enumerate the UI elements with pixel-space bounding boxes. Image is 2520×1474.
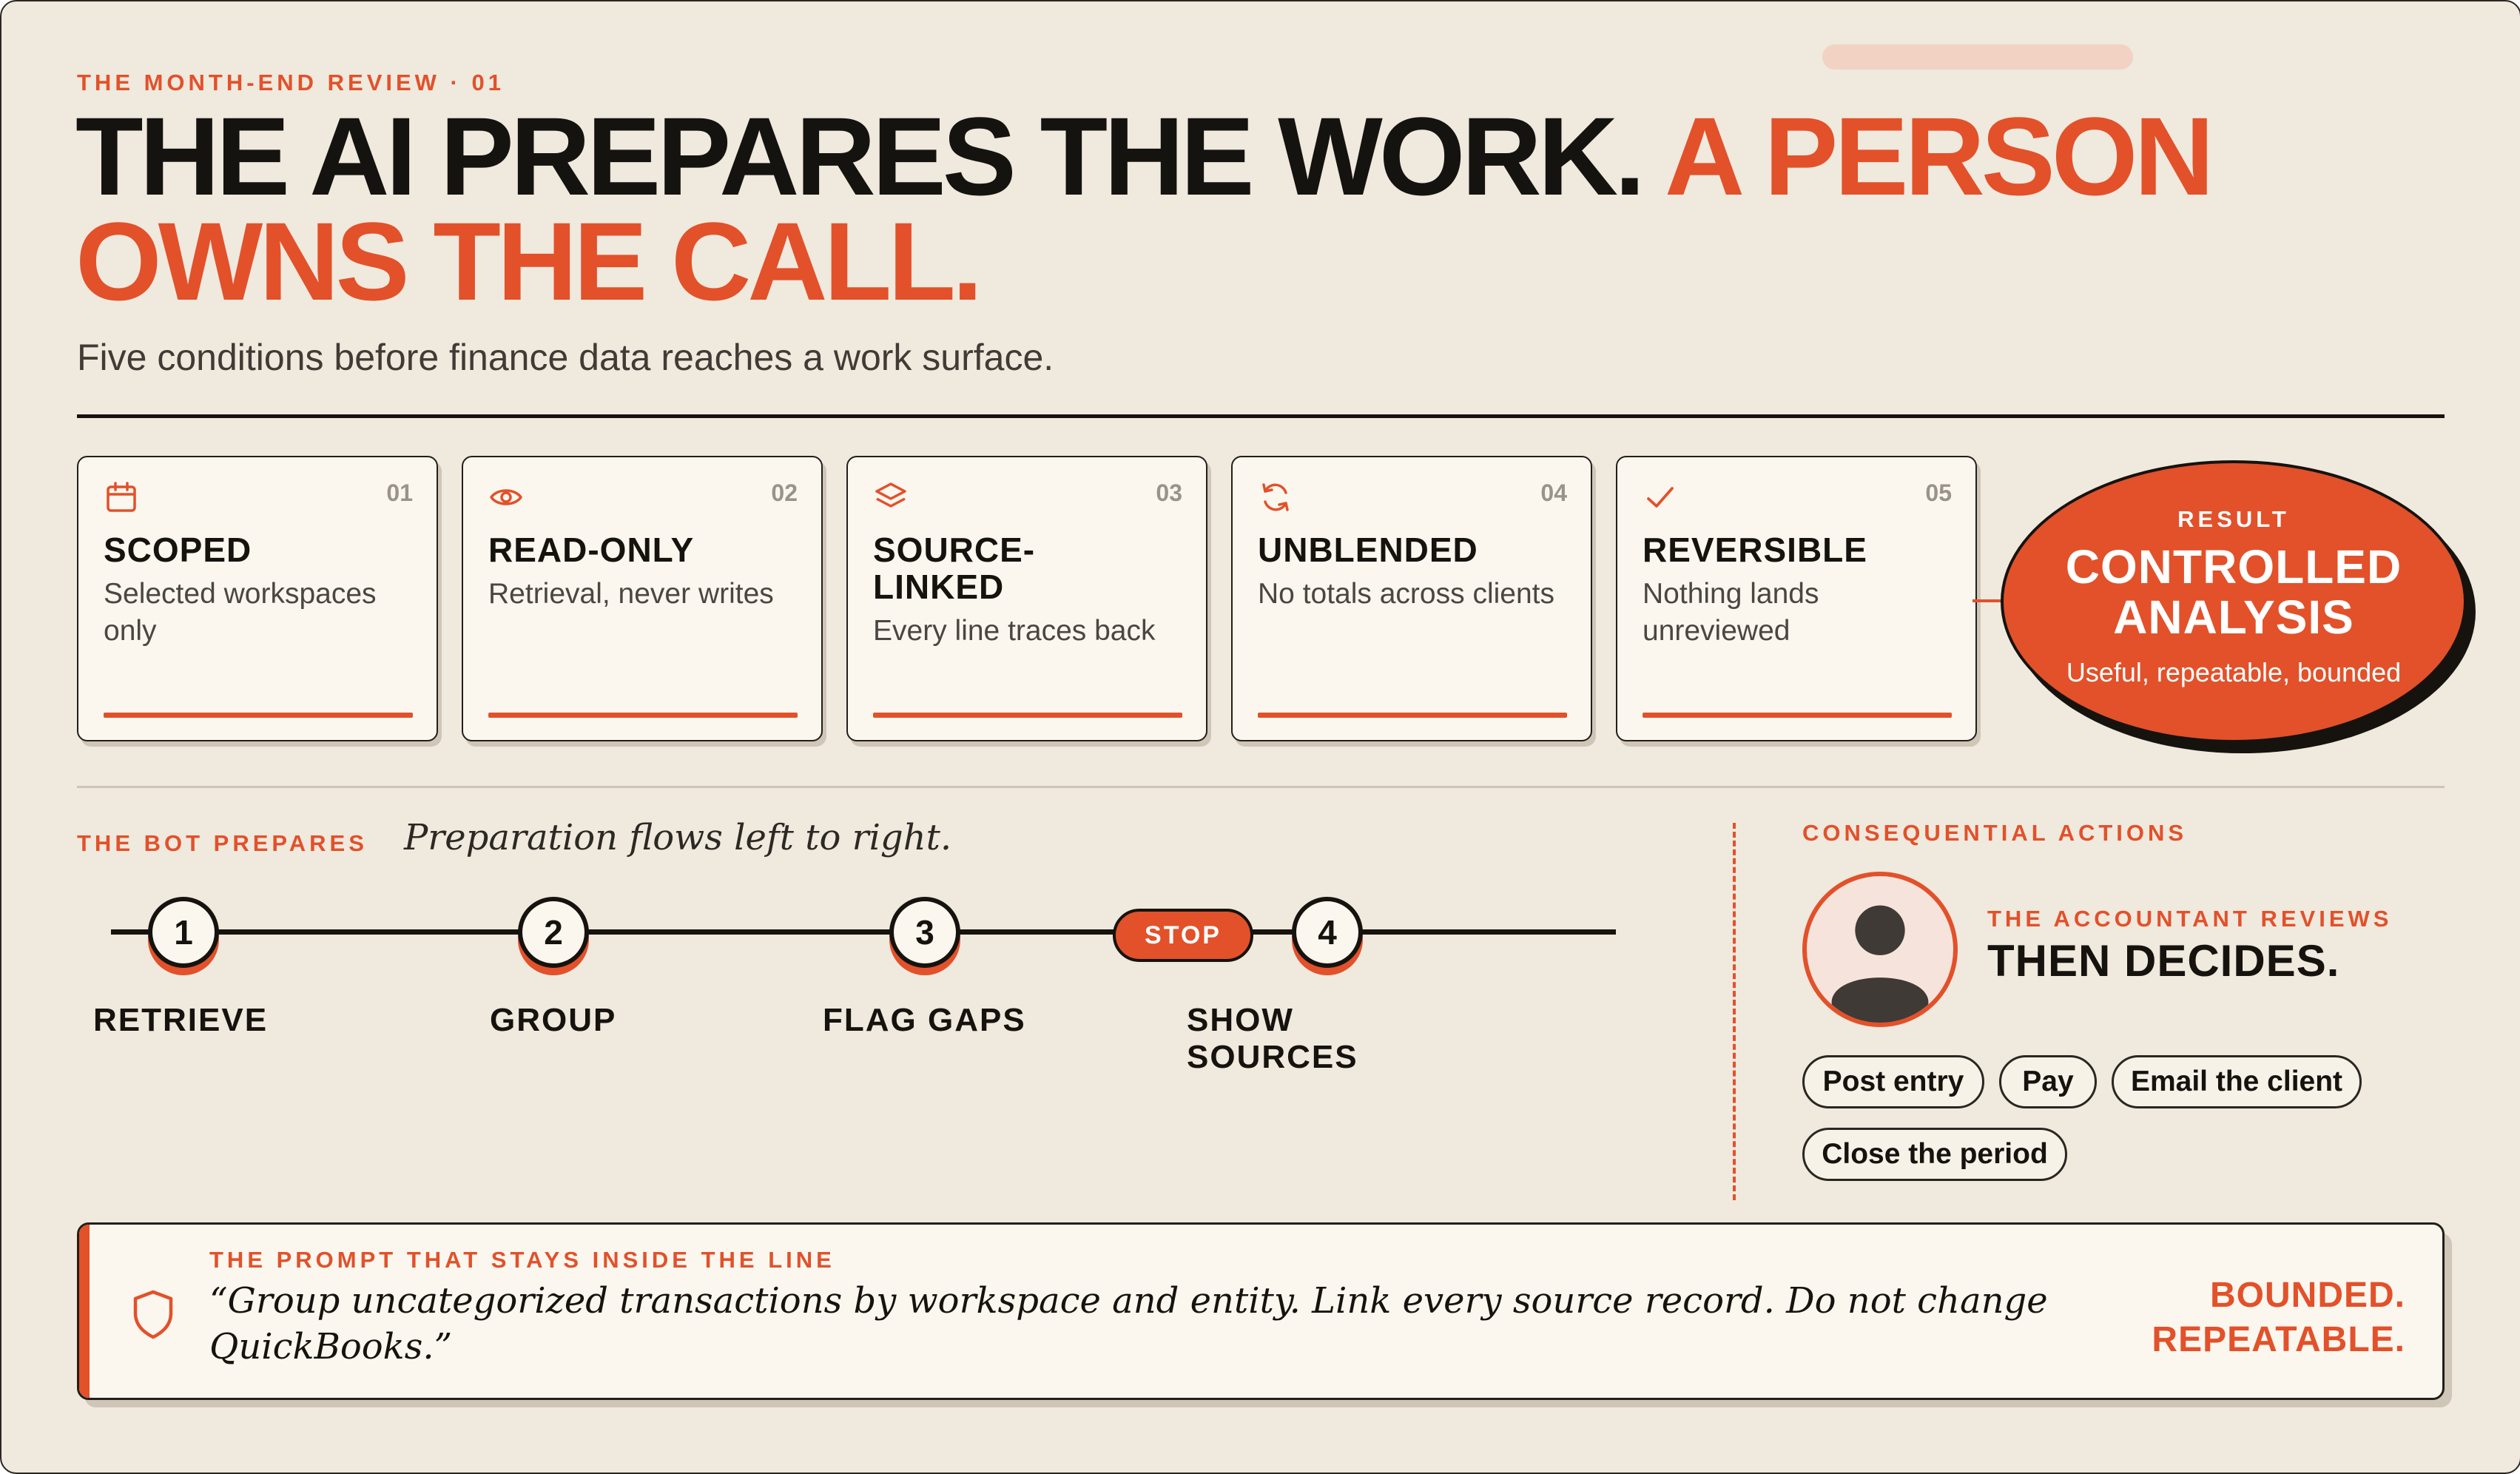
step-marker-4: 4 — [1292, 897, 1363, 968]
title-dark-part: THE AI PREPARES THE WORK. — [75, 94, 1645, 218]
prompt-quote: “Group uncategorized transactions by wor… — [209, 1280, 2048, 1367]
prompt-callout: THE PROMPT THAT STAYS INSIDE THE LINE “G… — [77, 1222, 2445, 1400]
condition-number: 05 — [1925, 479, 1952, 506]
condition-number: 03 — [1156, 479, 1182, 506]
step-label-retrieve: RETRIEVE — [93, 1002, 269, 1038]
flow-eyebrow: THE BOT PREPARES — [77, 830, 368, 856]
condition-card-scoped: 01 SCOPED Selected workspaces only — [77, 456, 438, 741]
step-label-group: GROUP — [490, 1002, 617, 1038]
prompt-accent-bar — [79, 1225, 90, 1398]
condition-description: Every line traces back — [873, 615, 1156, 647]
decorative-pill — [1822, 44, 2133, 70]
flow-heading: Preparation flows left to right. — [404, 817, 952, 858]
condition-number: 02 — [771, 479, 798, 506]
condition-title: REVERSIBLE — [1643, 531, 1867, 569]
result-label: RESULT — [2177, 506, 2290, 532]
result-badge: RESULT CONTROLLED ANALYSIS Useful, repea… — [2001, 460, 2467, 743]
condition-card-source-linked: 03 SOURCE-LINKED Every line traces back — [846, 456, 1207, 741]
condition-description: Retrieval, never writes — [488, 578, 774, 610]
step-label-flag-gaps: FLAG GAPS — [823, 1002, 1026, 1038]
step-marker-3: 3 — [889, 897, 960, 968]
result-subtitle: Useful, repeatable, bounded — [2066, 657, 2402, 687]
layers-icon — [875, 482, 906, 508]
condition-accent-bar — [104, 713, 413, 718]
action-post-entry: Post entry — [1802, 1055, 1984, 1108]
condition-title: SOURCE-LINKED — [873, 531, 1036, 606]
condition-card-reversible: 05 REVERSIBLE Nothing lands unreviewed — [1616, 456, 1977, 741]
condition-number: 01 — [386, 479, 413, 506]
result-title: CONTROLLED ANALYSIS — [2065, 540, 2402, 644]
page-title: THE AI PREPARES THE WORK. A PERSON OWNS … — [75, 101, 2480, 317]
step-label-show-sources: SHOW SOURCES — [1187, 1002, 1358, 1075]
result-connector — [1972, 599, 2002, 602]
condition-title: READ-ONLY — [488, 531, 695, 569]
condition-title: UNBLENDED — [1258, 531, 1478, 569]
action-pay: Pay — [1999, 1055, 2097, 1108]
step-marker-2: 2 — [518, 897, 589, 968]
prompt-tag: BOUNDED. REPEATABLE. — [2152, 1273, 2405, 1362]
refresh-icon — [1262, 483, 1289, 511]
check-icon — [1647, 487, 1674, 508]
prompt-tag-line-2: REPEATABLE. — [2152, 1320, 2405, 1359]
condition-accent-bar — [1258, 713, 1567, 718]
action-close-period: Close the period — [1802, 1128, 2067, 1181]
step-marker-1: 1 — [148, 897, 219, 968]
person-icon — [1831, 905, 1929, 1023]
eye-icon — [490, 489, 522, 505]
title-accent-part: A PERSON OWNS THE CALL. — [75, 94, 2214, 323]
reviewer-label: THE ACCOUNTANT REVIEWS — [1987, 906, 2393, 932]
actions-divider — [1733, 823, 1736, 1200]
actions-eyebrow: CONSEQUENTIAL ACTIONS — [1802, 820, 2188, 846]
prompt-eyebrow: THE PROMPT THAT STAYS INSIDE THE LINE — [209, 1247, 835, 1273]
condition-card-read-only: 02 READ-ONLY Retrieval, never writes — [462, 456, 823, 741]
header-eyebrow: THE MONTH-END REVIEW · 01 — [77, 70, 505, 95]
condition-accent-bar — [488, 713, 798, 718]
condition-card-unblended: 04 UNBLENDED No totals across clients — [1231, 456, 1592, 741]
stop-marker: STOP — [1113, 909, 1253, 962]
calendar-icon — [107, 482, 136, 512]
shield-icon — [133, 1290, 173, 1339]
condition-description: Selected workspaces only — [104, 578, 377, 647]
flow-track — [111, 929, 1616, 935]
page-subtitle: Five conditions before finance data reac… — [77, 337, 1054, 378]
header-divider — [77, 414, 2445, 418]
condition-description: Nothing lands unreviewed — [1643, 578, 1819, 647]
condition-accent-bar — [873, 713, 1182, 718]
condition-accent-bar — [1643, 713, 1952, 718]
condition-number: 04 — [1540, 479, 1567, 506]
accountant-avatar — [1802, 872, 1958, 1027]
decision-text: THEN DECIDES. — [1987, 936, 2340, 986]
condition-description: No totals across clients — [1258, 578, 1554, 610]
action-email-client: Email the client — [2112, 1055, 2362, 1108]
prompt-tag-line-1: BOUNDED. — [2209, 1276, 2405, 1315]
section-divider — [77, 786, 2445, 788]
condition-title: SCOPED — [104, 531, 252, 569]
